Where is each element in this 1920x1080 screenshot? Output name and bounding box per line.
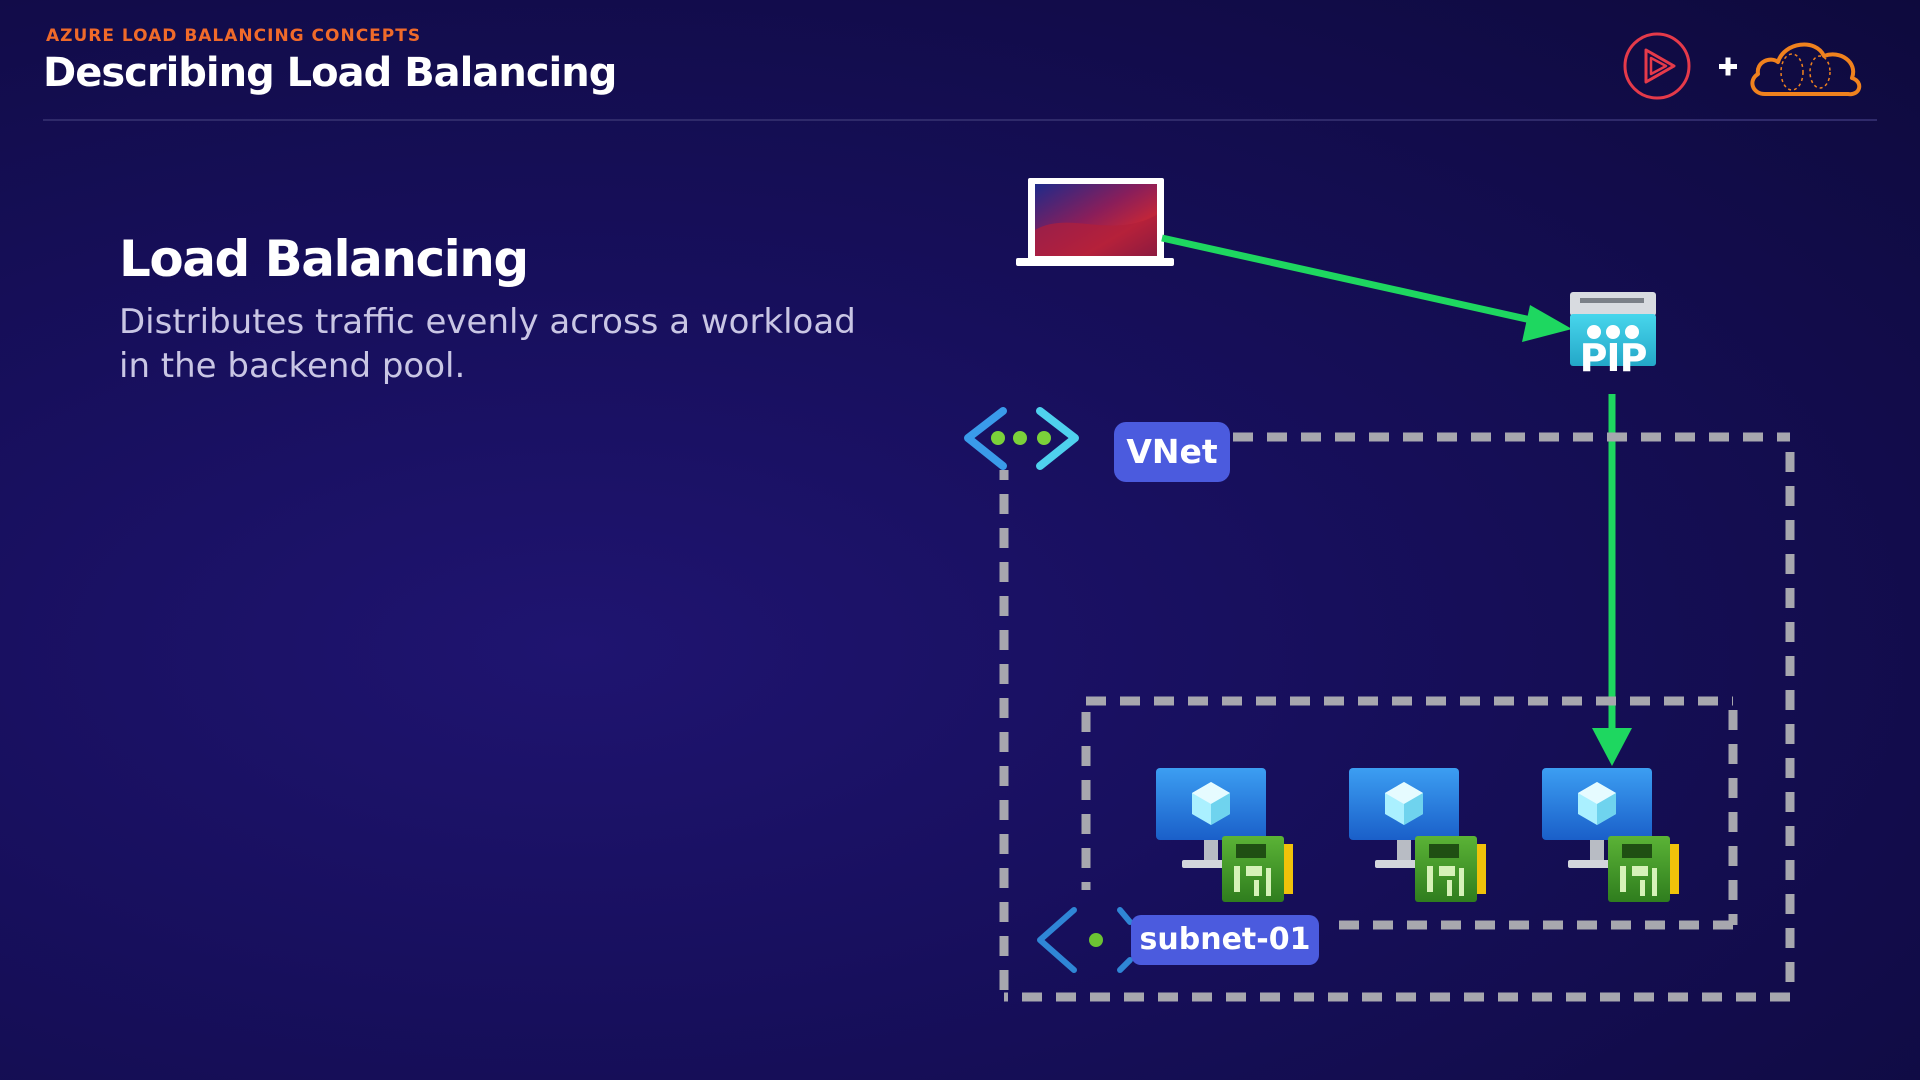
section-title: Load Balancing — [119, 230, 529, 288]
virtual-machine-icon — [1156, 768, 1266, 868]
traffic-arrow-to-pip — [1161, 234, 1572, 342]
header-divider — [43, 119, 1877, 121]
subnet-icon — [1037, 907, 1133, 973]
traffic-arrow-to-backend — [1592, 394, 1632, 766]
section-description: Distributes traffic evenly across a work… — [119, 302, 856, 386]
network-interface-icon — [1415, 836, 1486, 902]
plus-icon — [1719, 57, 1737, 76]
subnet-label: subnet-01 — [1131, 915, 1319, 965]
logo-area — [1623, 32, 1862, 100]
vnet-icon — [964, 407, 1079, 470]
laptop-icon — [1016, 178, 1174, 266]
pip-label: PIP — [1579, 336, 1648, 380]
network-interface-icon — [1608, 836, 1679, 902]
page-title: Describing Load Balancing — [43, 50, 617, 96]
public-ip-icon — [1570, 292, 1656, 366]
header-kicker: AZURE LOAD BALANCING CONCEPTS — [46, 26, 422, 46]
virtual-machine-icon — [1349, 768, 1459, 868]
subnet-boundary — [1081, 696, 1738, 930]
pluralsight-play-icon — [1623, 32, 1691, 100]
virtual-machine-icon — [1542, 768, 1652, 868]
vnet-label: VNet — [1114, 422, 1230, 482]
vnet-boundary — [999, 432, 1795, 1002]
cloud-logo-icon — [1750, 42, 1862, 97]
network-interface-icon — [1222, 836, 1293, 902]
